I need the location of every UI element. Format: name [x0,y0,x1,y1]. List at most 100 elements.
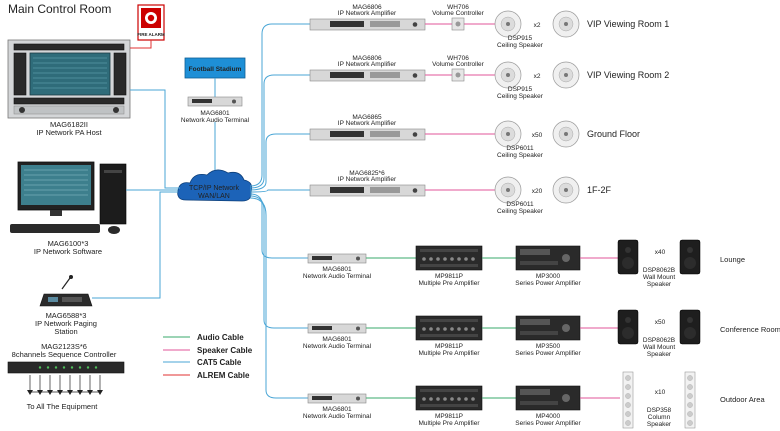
ip-amp-model: MAG6806 [352,55,382,62]
pa-host-rack [7,39,131,119]
speaker-name-line2: Speaker [647,421,672,428]
alarm-link [130,40,152,49]
terminal-model: MAG6801 [322,336,352,343]
speaker-name-line1: Wall Mount [643,344,675,351]
power-amp-model: MP3000 [536,273,561,280]
speaker-qty: x2 [534,73,541,80]
sequence-controller-icon [7,361,125,395]
network-audio-terminal-device [307,253,367,264]
cat5-left-links [92,89,216,299]
power-amplifier-device [515,315,581,341]
terminal-name: Network Audio Terminal [303,413,372,420]
speaker-qty: x50 [532,132,543,139]
volume-controller-icon [451,17,465,31]
speaker-qty: x2 [534,22,541,29]
speaker-model: DSP915 [508,35,533,42]
seq-name: 8channels Sequence Controller [12,350,117,359]
software-model: MAG6100*3 [48,239,89,248]
pre-amplifier-device [415,315,483,341]
ceiling-speaker-icon [552,120,580,148]
pre-amplifier-device [415,245,483,271]
room-label: Conference Room [720,325,780,334]
host-model: MAG6182II [50,120,88,129]
paging-name-line1: IP Network Paging [35,319,97,328]
terminal-name: Network Audio Terminal [303,343,372,350]
vc-model: WH706 [447,55,469,62]
pre-amp-name: Multiple Pre Amplifier [418,350,480,357]
pre-amp-model: MP9811P [435,273,463,280]
terminal-model: MAG6801 [322,406,352,413]
ceiling-speaker-icon [494,120,522,148]
room-label: 1F-2F [587,185,612,195]
ip-amplifier-device [309,128,426,141]
room-label: VIP Viewing Room 2 [587,70,669,80]
power-amp-name: Series Power Amplifier [515,420,581,427]
ip-amplifier-device [309,184,426,197]
legend-speaker: Speaker Cable [197,346,253,355]
room-label: VIP Viewing Room 1 [587,19,669,29]
pre-amp-name: Multiple Pre Amplifier [418,280,480,287]
ip-row: MAG6825*6IP Network Amplifierx20DSP6011C… [309,170,612,215]
vc-model: WH706 [447,4,469,11]
computer-icon [10,161,127,234]
ceiling-speaker-icon [552,61,580,89]
power-amp-name: Series Power Amplifier [515,280,581,287]
speaker-model: DSP6011 [506,145,534,152]
power-amplifier-device [515,385,581,411]
pre-amplifier-device [415,385,483,411]
speaker-name-line2: Speaker [647,351,672,358]
speaker-name: Ceiling Speaker [497,42,544,49]
vc-name: Volume Controller [432,61,484,68]
speaker-model: DSP8062B [643,337,675,344]
power-amp-name: Series Power Amplifier [515,350,581,357]
host-name: IP Network PA Host [36,128,102,137]
ip-amplifier-device [309,18,426,31]
top-terminal-model: MAG6801 [200,110,230,117]
football-stadium-label: Football Stadium [189,66,242,73]
cloud-line1: TCP/IP Network [189,185,240,192]
legend: Audio Cable Speaker Cable CAT5 Cable ALR… [163,333,253,380]
ip-amp-name: IP Network Amplifier [338,61,397,68]
room-label: Ground Floor [587,129,640,139]
power-amplifier-device [515,245,581,271]
pre-amp-name: Multiple Pre Amplifier [418,420,480,427]
wall-mount-speaker-icon [617,309,639,345]
seq-model: MAG2123S*6 [41,342,87,351]
ip-amp-name: IP Network Amplifier [338,176,397,183]
ceiling-speaker-icon [494,10,522,38]
ip-amplifier-device [309,69,426,82]
network-audio-terminal-device [307,323,367,334]
speaker-name: Ceiling Speaker [497,93,544,100]
speaker-qty: x10 [655,389,666,396]
speaker-qty: x40 [655,249,666,256]
speaker-model: DSP8062B [643,267,675,274]
fire-alarm-label: FIRE ALARM [137,32,165,37]
ceiling-speaker-icon [494,176,522,204]
terminal-name: Network Audio Terminal [303,273,372,280]
volume-controller-icon [451,68,465,82]
speaker-model: DSP358 [647,407,672,414]
power-amp-model: MP3500 [536,343,561,350]
speaker-name: Ceiling Speaker [497,208,544,215]
ceiling-speaker-icon [552,10,580,38]
terminal-model: MAG6801 [322,266,352,273]
legend-alarm: ALREM Cable [197,371,250,380]
ceiling-speaker-icon [494,61,522,89]
software-name: IP Network Software [34,247,102,256]
paging-model: MAG6588*3 [46,311,87,320]
cat5-trunk [249,23,310,399]
ip-amp-name: IP Network Amplifier [338,120,397,127]
ip-amp-model: MAG6806 [352,4,382,11]
column-speaker-icon [684,371,696,429]
speaker-name-line2: Speaker [647,281,672,288]
seq-footer: To All The Equipment [27,402,99,411]
legend-audio: Audio Cable [197,333,244,342]
wall-mount-speaker-icon [617,239,639,275]
ip-amp-model: MAG6825*6 [349,170,385,177]
room-label: Lounge [720,255,745,264]
